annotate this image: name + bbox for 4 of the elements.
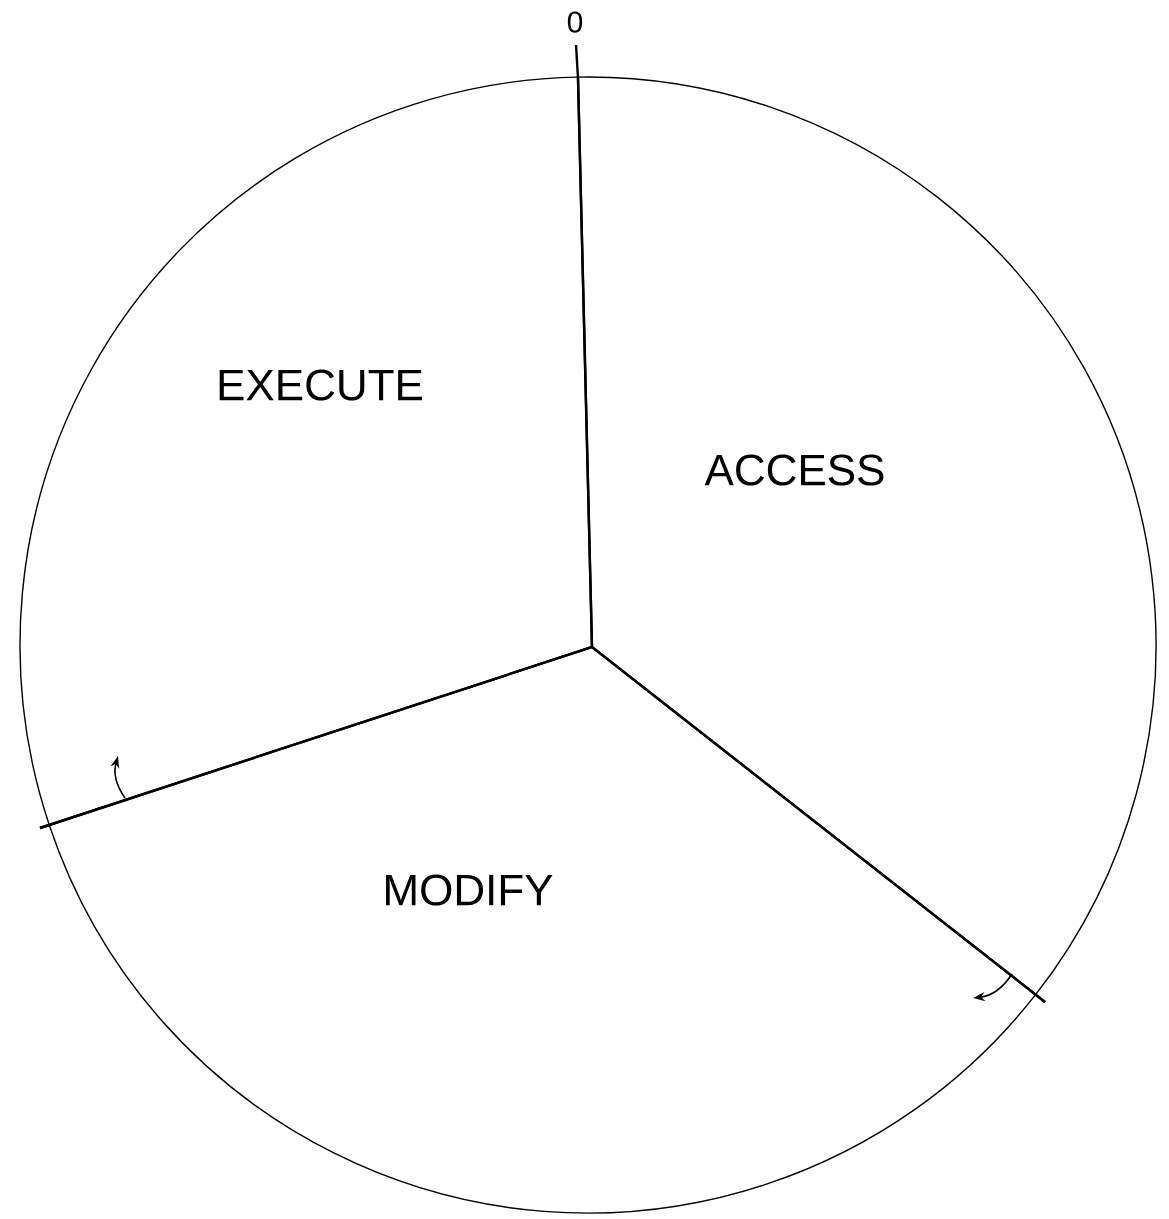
sector: EXECUTE (19, 76, 594, 830)
sector: MODIFY (39, 645, 1046, 1213)
angle-label: 0 (567, 11, 583, 33)
sector: ACCESS (576, 76, 1157, 1003)
